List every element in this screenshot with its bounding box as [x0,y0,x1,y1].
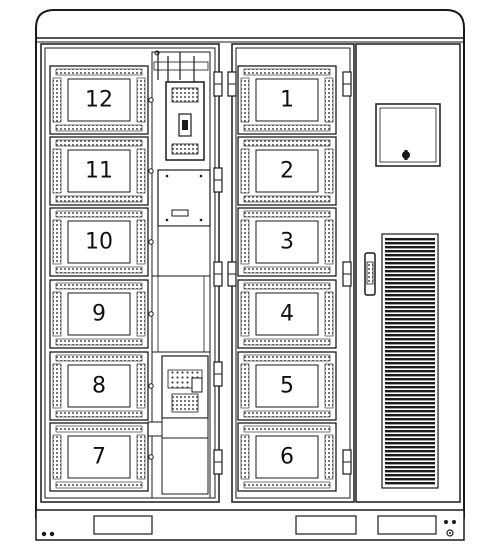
module-number-label: 6 [280,445,294,470]
door-handle-icon[interactable] [364,252,376,296]
control-panel [157,169,211,227]
base-panel-right [377,515,437,535]
power-module: 6 [237,422,337,492]
power-module: 1 [237,65,337,135]
center-column [147,50,211,499]
power-module: 11 [49,136,149,206]
hinge-icon [213,167,223,193]
module-number-label: 8 [92,374,106,399]
hinge-icon [227,71,237,97]
module-number-label: 4 [280,302,294,327]
right-bay-modules: 1 2 3 4 5 6 [237,65,337,492]
hinge-icon [213,449,223,475]
module-number-label: 7 [92,445,106,470]
hinge-icon [227,261,237,287]
base-panel-mid [295,515,357,535]
door-hinges [213,71,352,475]
module-number-label: 2 [280,159,294,184]
power-module: 12 [49,65,149,135]
power-module: 3 [237,207,337,277]
keyhole-lock-icon[interactable] [402,150,410,160]
hinge-icon [213,361,223,387]
power-module: 10 [49,207,149,277]
ventilation-grille-icon [381,233,439,489]
ground-terminal-icon [41,520,456,537]
hinge-icon [213,71,223,97]
power-module: 4 [237,279,337,349]
display-window-icon [375,103,441,167]
module-number-label: 1 [280,88,294,113]
power-module: 5 [237,351,337,421]
left-bay-modules: 12 11 10 9 8 7 [49,65,154,492]
power-module: 7 [49,422,149,492]
module-number-label: 10 [85,230,113,255]
power-module: 2 [237,136,337,206]
hinge-icon [213,261,223,287]
module-number-label: 3 [280,230,294,255]
module-number-label: 5 [280,374,294,399]
module-number-label: 12 [85,88,113,113]
power-module: 8 [49,351,149,421]
base-panel-left [93,515,153,535]
module-number-label: 11 [85,159,113,184]
hinge-icon [342,449,352,475]
module-number-label: 9 [92,302,106,327]
hinge-icon [342,71,352,97]
power-module: 9 [49,279,149,349]
hinge-icon [342,261,352,287]
